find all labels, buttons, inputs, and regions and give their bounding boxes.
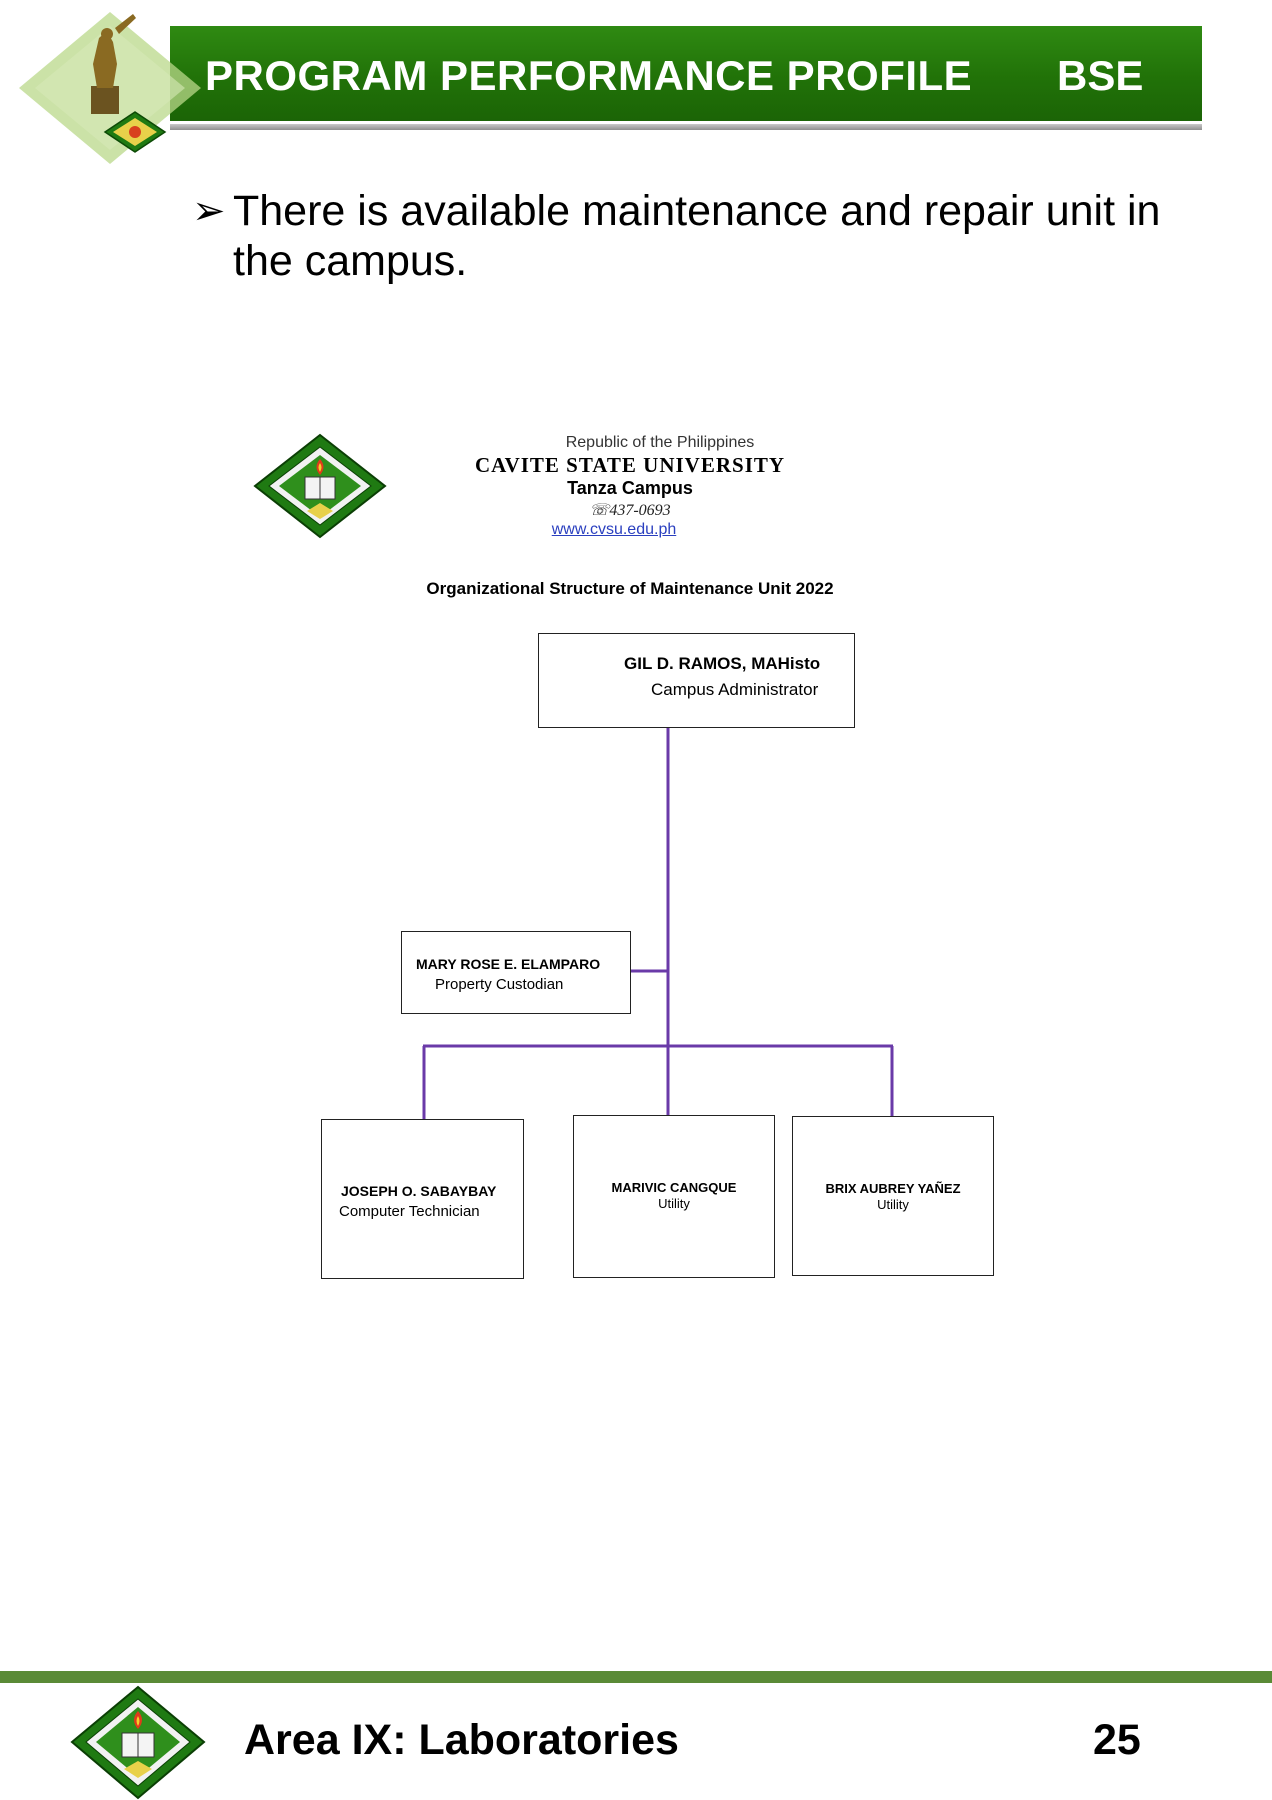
statue-icon [91,14,136,114]
cvsu-seal-icon [103,111,167,153]
header-banner [170,26,1202,121]
node-role: Utility [877,1197,909,1212]
footer-area-title: Area IX: Laboratories [244,1716,679,1764]
org-node-utility-1: MARIVIC CANGQUE Utility [573,1115,775,1278]
node-name: GIL D. RAMOS, MAHisto [624,654,821,673]
bullet-arrow-icon: ➢ [192,189,226,233]
org-node-property-custodian: MARY ROSE E. ELAMPARO Property Custodian [401,931,631,1014]
node-role: Computer Technician [339,1203,480,1220]
letterhead-phone: ☏437-0693 [589,502,671,519]
program-code: BSE [1057,52,1144,99]
org-node-computer-technician: JOSEPH O. SABAYBAY Computer Technician [321,1119,524,1279]
footer-bar [0,1671,1272,1683]
node-name: MARY ROSE E. ELAMPARO [416,956,601,972]
node-name: BRIX AUBREY YAÑEZ [825,1181,961,1196]
node-name: MARIVIC CANGQUE [611,1180,737,1195]
letterhead-university: CAVITE STATE UNIVERSITY [474,453,786,477]
node-role: Campus Administrator [651,680,819,699]
org-node-utility-2: BRIX AUBREY YAÑEZ Utility [792,1116,994,1276]
org-node-campus-administrator: GIL D. RAMOS, MAHisto Campus Administrat… [538,633,855,728]
header-title: PROGRAM PERFORMANCE PROFILE [205,52,973,99]
page-number: 25 [1093,1716,1141,1764]
footer-cvsu-logo-icon [70,1685,206,1800]
letterhead-campus: Tanza Campus [567,478,693,498]
node-role: Property Custodian [435,976,564,993]
cvsu-logo-icon [253,433,387,539]
header-underline [170,124,1202,130]
node-name: JOSEPH O. SABAYBAY [341,1183,497,1199]
university-statue-emblem [19,12,201,164]
bullet-text: There is available maintenance and repai… [233,187,1161,285]
letterhead-republic: Republic of the Philippines [565,434,755,451]
org-chart-title: Organizational Structure of Maintenance … [426,579,834,598]
node-role: Utility [658,1196,690,1211]
letterhead-website-link[interactable]: www.cvsu.edu.ph [551,521,677,538]
